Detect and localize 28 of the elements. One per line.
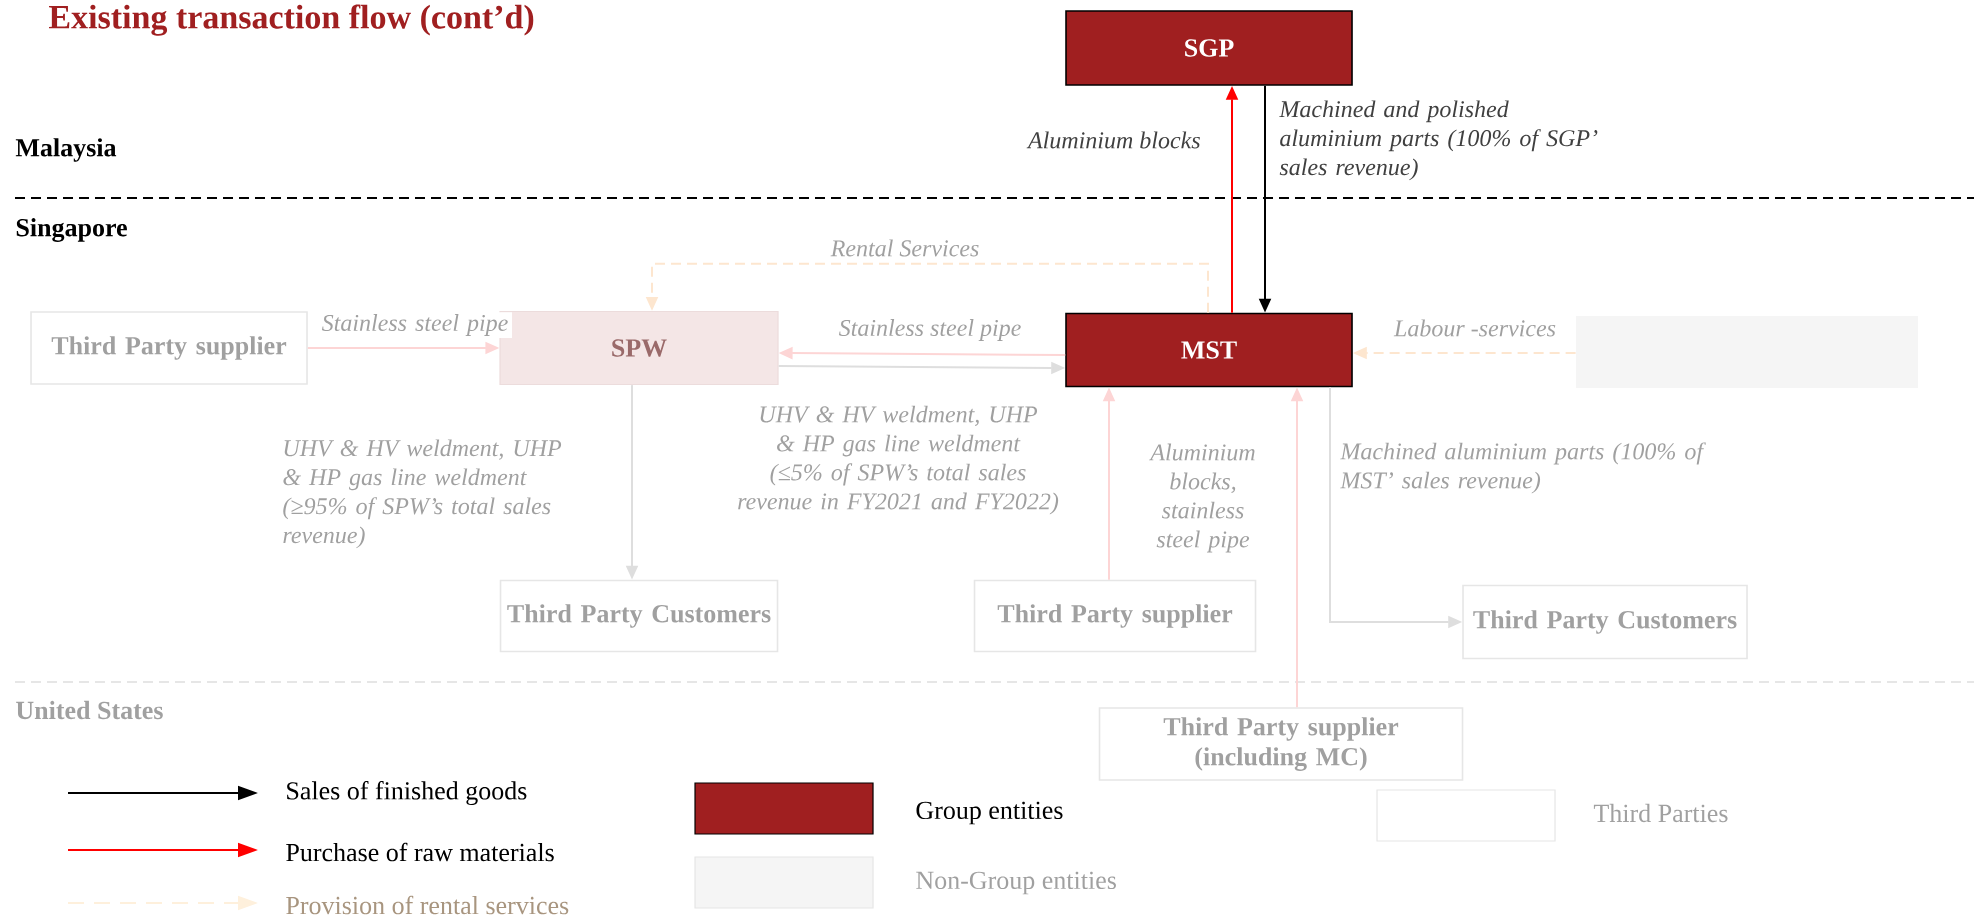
edge-label: Stainless steel pipe bbox=[836, 317, 1024, 343]
edge-label: UHV & HV weldment, UHP & HP gas line weldment (≤5% of SPW’s total sales revenue in FY2021 and FY2022) bbox=[731, 403, 1065, 517]
edge-label: Stainless steel pipe bbox=[318, 312, 512, 338]
region-label: United States bbox=[16, 700, 163, 720]
edge-label: Aluminium blocks bbox=[1026, 129, 1203, 151]
edge-label: Machined and polished aluminium parts (100% of SGP’ sales revenue) bbox=[1277, 98, 1612, 183]
edge-label: Aluminium blocks, stainless steel pipe bbox=[1131, 441, 1275, 555]
party-box: Third Party Customers bbox=[499, 579, 779, 653]
edge-label: Rental Services bbox=[828, 237, 982, 259]
entity-box: SGP bbox=[1065, 10, 1353, 86]
edge-label: UHV & HV weldment, UHP & HP gas line weldment (≥95% of SPW’s total sales revenue) bbox=[280, 437, 575, 551]
region-label: Malaysia bbox=[15, 138, 117, 162]
party-box: Third Party supplier bbox=[973, 579, 1257, 653]
legend-text: Third Parties bbox=[1593, 803, 1728, 823]
party-box: Third Party supplier bbox=[30, 311, 308, 385]
party-box: Third Party supplier (including MC) bbox=[1098, 707, 1464, 781]
title: Existing transaction flow (cont’d) bbox=[49, 4, 534, 36]
region-label: Singapore bbox=[16, 218, 127, 242]
legend-text: Sales of finished goods bbox=[287, 781, 527, 805]
party-box: Third Party Customers bbox=[1462, 584, 1748, 660]
edge-label: Machined aluminium parts (100% of MST’ sales revenue) bbox=[1338, 440, 1723, 496]
legend-text: Non-Group entities bbox=[916, 871, 1116, 895]
legend-text: Provision of rental services bbox=[286, 895, 569, 915]
legend-text: Purchase of raw materials bbox=[286, 842, 554, 862]
entity-box: MST bbox=[1065, 312, 1353, 388]
edge-label: Labour -services bbox=[1392, 317, 1558, 339]
entity-box bbox=[1576, 316, 1918, 388]
legend-text: Group entities bbox=[916, 801, 1063, 825]
